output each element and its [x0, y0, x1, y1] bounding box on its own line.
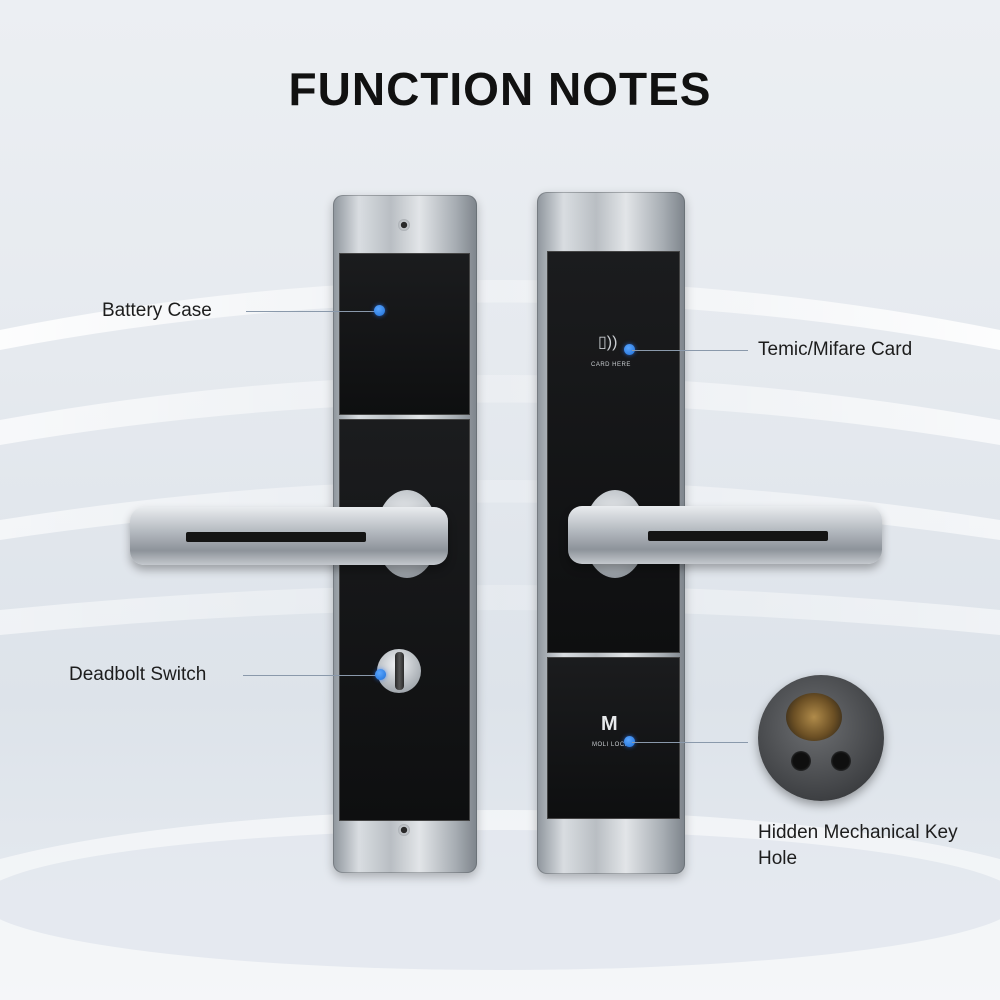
thumbturn-bar: [395, 652, 404, 690]
left-lever-handle[interactable]: [130, 507, 448, 565]
logo-panel: [547, 657, 680, 819]
deadbolt-switch-marker: [375, 669, 386, 680]
battery-case-leader: [246, 311, 380, 312]
screw-hole-icon: [791, 751, 811, 771]
battery-case-marker: [374, 305, 385, 316]
screw-hole-icon: [831, 751, 851, 771]
key-hole-marker: [624, 736, 635, 747]
key-cylinder-icon: [786, 693, 842, 741]
bottom-screw-icon: [398, 824, 410, 836]
battery-case-cover: [339, 253, 470, 415]
page-title: FUNCTION NOTES: [288, 63, 712, 115]
card-leader: [632, 350, 748, 351]
card-marker: [624, 344, 635, 355]
top-screw-icon: [398, 219, 410, 231]
card-label: Temic/Mifare Card: [758, 339, 913, 360]
deadbolt-switch-leader: [243, 675, 380, 676]
card-here-text: CARD HERE: [591, 362, 631, 368]
handle-slot: [186, 532, 366, 542]
contactless-card-icon: ▯)): [598, 334, 618, 351]
card-reader-panel: [547, 251, 680, 653]
deadbolt-switch-label: Deadbolt Switch: [69, 664, 207, 685]
battery-case-label: Battery Case: [102, 300, 212, 321]
moli-lock-logo-icon: M: [601, 713, 618, 735]
left-lower-panel: [339, 419, 470, 821]
right-lever-handle[interactable]: [568, 506, 882, 564]
handle-slot: [648, 531, 828, 541]
key-hole-label: Hidden Mechanical Key Hole: [758, 822, 958, 869]
key-hole-detail: [758, 675, 884, 801]
key-hole-leader: [632, 742, 748, 743]
logo-text: MOLI LOCK: [592, 742, 630, 748]
